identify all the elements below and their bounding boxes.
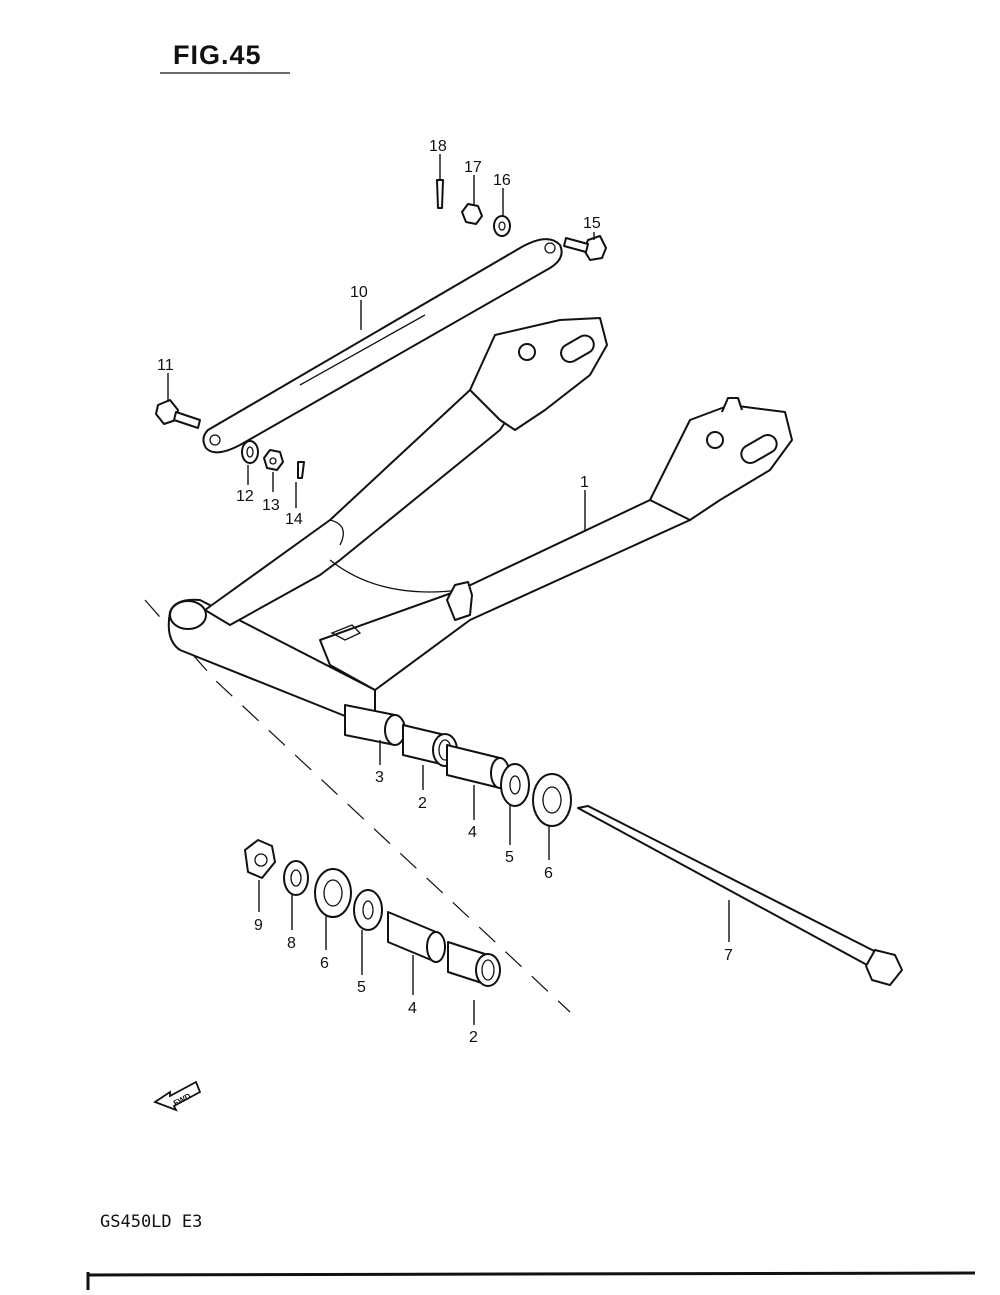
callout-9: 9 [254,917,263,934]
bearing-part-2-lower [447,941,501,987]
washer-part-16 [493,215,511,237]
pivot-shaft-part-7 [577,805,903,986]
callout-10: 10 [350,284,368,301]
callout-17: 17 [464,159,482,176]
leader-lines [167,154,730,1025]
washer-part-5-upper [500,763,530,807]
callout-4-lower: 4 [408,1000,417,1017]
bolt-part-15 [563,235,607,261]
torque-rod-part-10 [202,238,563,454]
washer-part-12 [241,440,259,464]
torque-rod-hole-right [544,242,556,254]
torque-rod-rib [299,314,426,386]
callout-2-upper: 2 [418,795,427,812]
cotter-pin-part-14 [297,461,305,479]
callout-5-lower: 5 [357,979,366,996]
washer-part-8 [283,860,309,896]
callout-6-lower: 6 [320,955,329,972]
callout-12: 12 [236,488,254,505]
seal-part-6-upper [532,773,572,827]
spacer-part-4-lower [387,911,446,963]
callout-13: 13 [262,497,280,514]
callout-5-upper: 5 [505,849,514,866]
callout-3: 3 [375,769,384,786]
collar-part-3 [344,704,406,746]
model-code: GS450LD E3 [100,1212,203,1232]
callout-7: 7 [724,947,733,964]
swingarm-part-1 [167,317,793,721]
nut-part-9 [244,839,276,879]
bolt-part-11 [155,399,201,429]
callout-18: 18 [429,138,447,155]
nut-part-13 [263,449,284,471]
cotter-pin-part-18 [436,179,444,209]
callout-15: 15 [583,215,601,232]
washer-part-12-hole [246,446,254,458]
washer-part-16-hole [498,221,506,231]
callout-16: 16 [493,172,511,189]
callout-8: 8 [287,935,296,952]
bottom-border [87,1271,976,1277]
figure-title: FIG.45 [173,40,262,70]
nut-part-17 [461,203,483,225]
fwd-arrow-icon: FWD [153,1080,202,1112]
washer-part-5-lower [353,889,383,931]
callout-4-upper: 4 [468,824,477,841]
callout-2-lower: 2 [469,1029,478,1046]
seal-part-6-lower [314,868,352,918]
callout-6-upper: 6 [544,865,553,882]
torque-rod-hole-left [209,434,221,446]
callout-14: 14 [285,511,303,528]
callout-11: 11 [157,357,174,374]
callout-1: 1 [580,474,589,491]
nut-part-13-hole [269,457,277,465]
spacer-part-4-upper [446,744,510,789]
